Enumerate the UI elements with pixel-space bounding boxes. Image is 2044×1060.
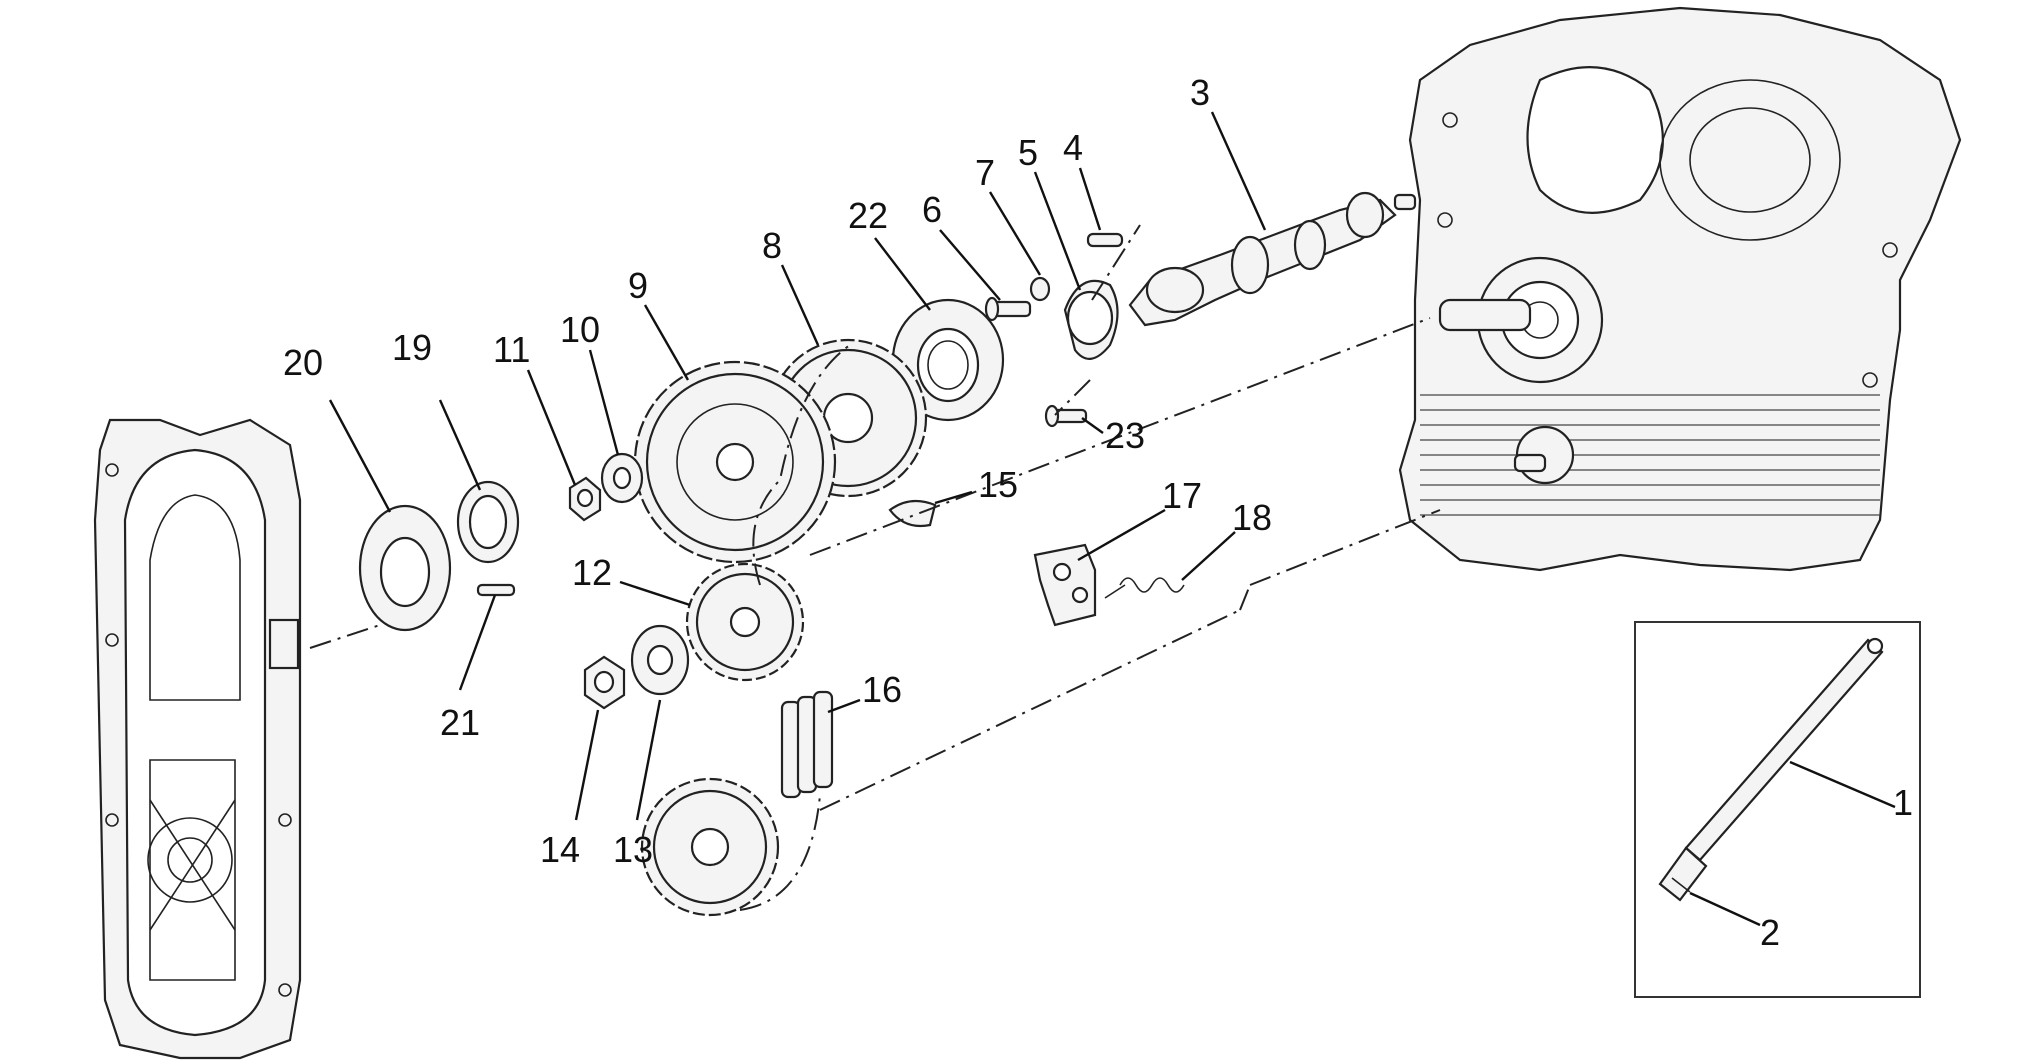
timing-cover bbox=[93, 418, 302, 1060]
inset-tool-box bbox=[1634, 621, 1921, 998]
drive-gear bbox=[633, 360, 837, 564]
callout-labels: 3 4 5 7 6 22 8 9 10 11 19 20 23 15 17 18… bbox=[283, 72, 1913, 953]
chain-tensioner bbox=[1033, 543, 1097, 627]
oil-seal bbox=[456, 480, 520, 564]
nut-11 bbox=[568, 476, 602, 522]
callout-2: 2 bbox=[1760, 912, 1780, 953]
callout-10: 10 bbox=[560, 309, 600, 350]
leader-lines bbox=[328, 111, 1896, 927]
bearing-flange bbox=[1063, 279, 1119, 360]
callout-1: 1 bbox=[1893, 782, 1913, 823]
callout-3: 3 bbox=[1190, 72, 1210, 113]
engine-crankcase bbox=[1398, 6, 1962, 572]
callout-14: 14 bbox=[540, 829, 580, 870]
crankshaft-sprocket bbox=[640, 777, 780, 917]
callout-16: 16 bbox=[862, 669, 902, 710]
camshaft bbox=[1128, 191, 1417, 327]
callout-17: 17 bbox=[1162, 475, 1202, 516]
nut-14 bbox=[583, 655, 626, 710]
tensioner-spring bbox=[1104, 577, 1185, 599]
dowel-pin bbox=[1086, 232, 1124, 248]
callout-5: 5 bbox=[1018, 132, 1038, 173]
seal-housing bbox=[358, 504, 452, 632]
washer bbox=[1029, 276, 1051, 302]
callout-7: 7 bbox=[975, 152, 995, 193]
pin-21 bbox=[476, 583, 516, 597]
callout-11: 11 bbox=[493, 329, 530, 370]
screw bbox=[984, 296, 1032, 322]
callout-8: 8 bbox=[762, 225, 782, 266]
callout-15: 15 bbox=[978, 464, 1018, 505]
callout-6: 6 bbox=[922, 189, 942, 230]
idler-gear bbox=[685, 562, 805, 682]
callout-21: 21 bbox=[440, 702, 480, 743]
callout-23: 23 bbox=[1105, 415, 1145, 456]
washer-10 bbox=[600, 452, 644, 504]
callout-20: 20 bbox=[283, 342, 323, 383]
assembly-lines bbox=[309, 224, 1441, 911]
timing-chain bbox=[780, 690, 834, 799]
callout-19: 19 bbox=[392, 327, 432, 368]
callout-18: 18 bbox=[1232, 497, 1272, 538]
callout-9: 9 bbox=[628, 265, 648, 306]
callout-12: 12 bbox=[572, 552, 612, 593]
screw-23 bbox=[1044, 404, 1088, 428]
callout-4: 4 bbox=[1063, 127, 1083, 168]
washer-13 bbox=[630, 624, 690, 696]
callout-13: 13 bbox=[613, 829, 653, 870]
callout-22: 22 bbox=[848, 195, 888, 236]
